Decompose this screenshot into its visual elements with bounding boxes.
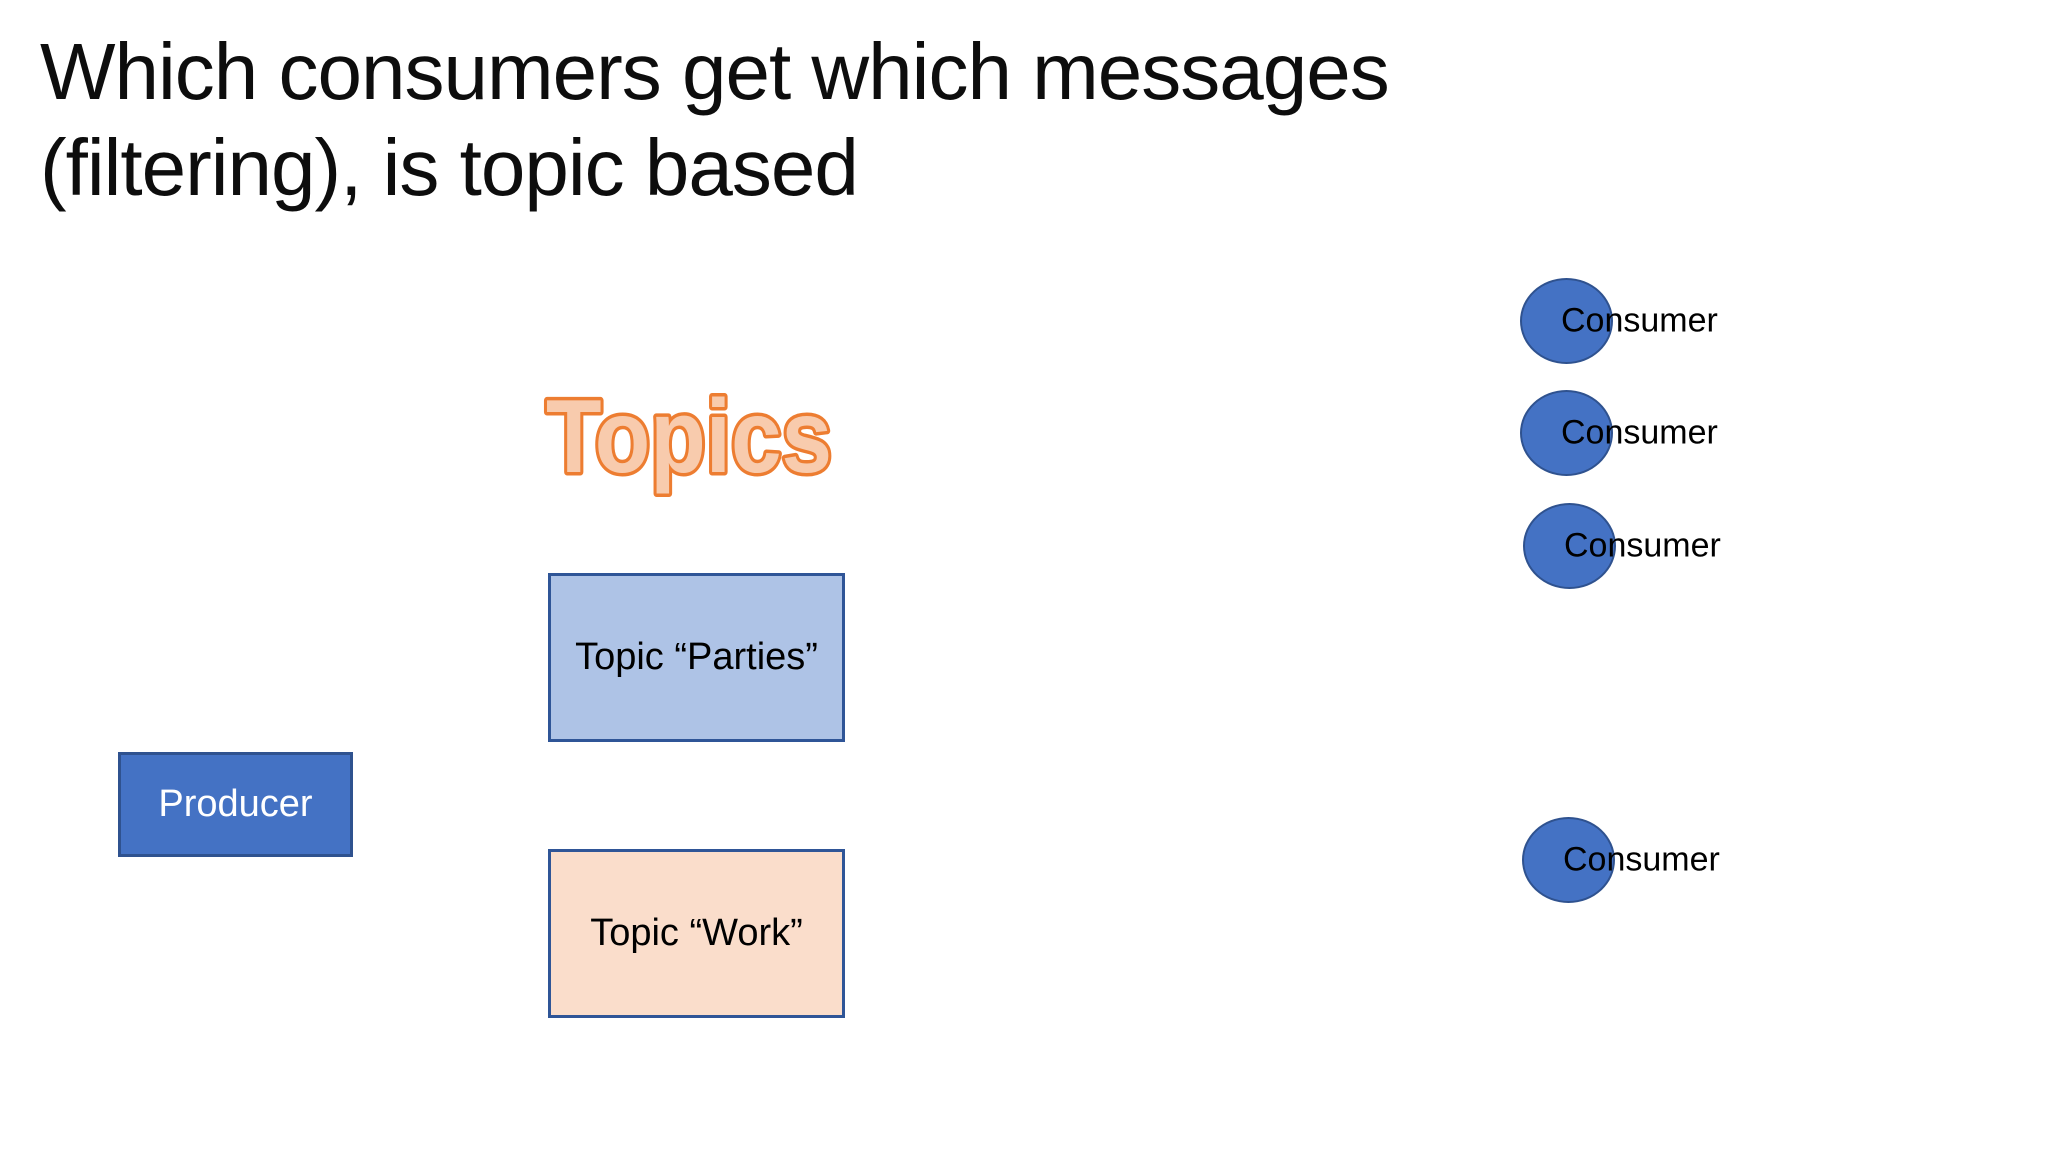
producer-label: Producer [158, 783, 313, 825]
consumer-circle [1522, 817, 1615, 903]
topics-wordart-text: Topics [546, 382, 832, 495]
topic-work-label: Topic “Work” [590, 912, 803, 954]
consumer-node: Consumer [1522, 817, 1720, 903]
topic-parties-label: Topic “Parties” [575, 636, 818, 678]
consumer-circle [1520, 390, 1613, 476]
consumer-label: Consumer [1561, 301, 1718, 340]
consumer-label: Consumer [1563, 840, 1720, 879]
producer-box: Producer [118, 752, 353, 857]
consumer-circle [1523, 503, 1616, 589]
slide-title: Which consumers get which messages (filt… [40, 27, 1390, 212]
consumer-circle [1520, 278, 1613, 364]
consumer-node: Consumer [1520, 390, 1718, 476]
topics-wordart: Topics [543, 382, 836, 499]
consumer-node: Consumer [1520, 278, 1718, 364]
consumer-node: Consumer [1523, 503, 1721, 589]
topic-work-box: Topic “Work” [548, 849, 845, 1018]
consumer-label: Consumer [1561, 413, 1718, 452]
topic-parties-box: Topic “Parties” [548, 573, 845, 742]
consumer-label: Consumer [1564, 526, 1721, 565]
